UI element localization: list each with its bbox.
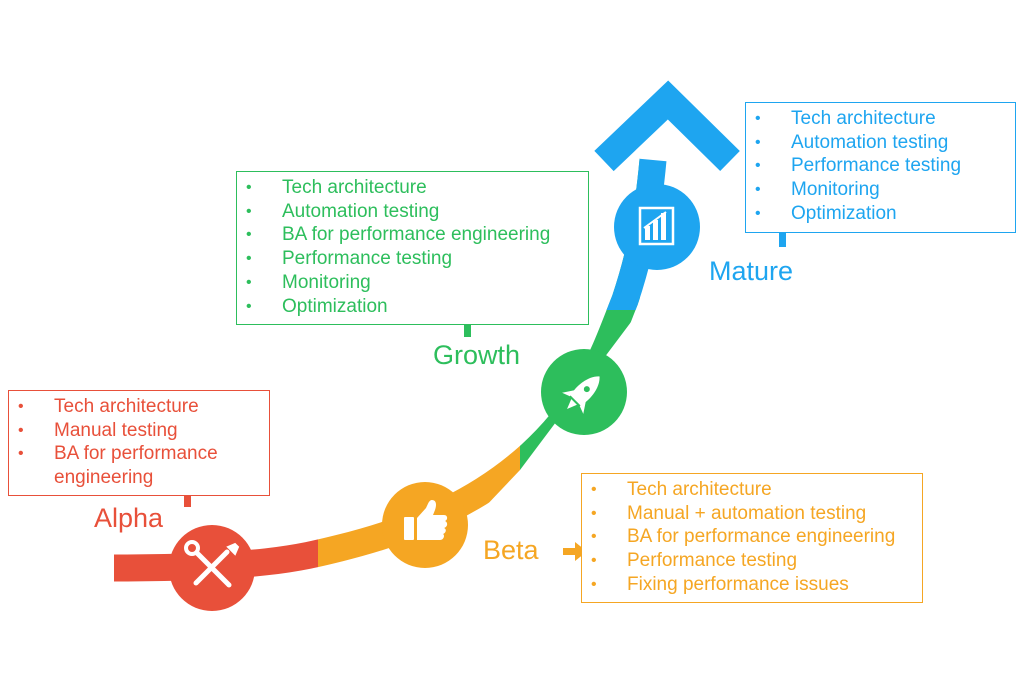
beta-info-box: Tech architecture Manual + automation te… [581,473,923,603]
list-item: Performance testing [754,154,1007,178]
list-item: Automation testing [754,131,1007,155]
list-item: Tech architecture [17,395,261,419]
list-item: Performance testing [245,247,580,271]
growth-arrow-head [594,80,740,172]
list-item: Monitoring [245,271,580,295]
curve-segment-mature [606,158,667,310]
alpha-info-box: Tech architecture Manual testing BA for … [8,390,270,496]
stage-label-growth: Growth [433,340,521,370]
list-item: BA for performance engineering [17,442,261,489]
list-item: Tech architecture [590,478,914,502]
list-item: Optimization [245,295,580,319]
stage-label-beta: Beta [483,535,539,565]
list-item: Automation testing [245,200,580,224]
list-item: BA for performance engineering [590,525,914,549]
list-item: Performance testing [590,549,914,573]
list-item: Tech architecture [754,107,1007,131]
list-item: Manual + automation testing [590,502,914,526]
list-item: Fixing performance issues [590,573,914,597]
list-item: Manual testing [17,419,261,443]
rocket-icon [562,376,600,414]
stage-label-alpha: Alpha [94,503,164,533]
list-item: Optimization [754,202,1007,226]
mature-info-box: Tech architecture Automation testing Per… [745,102,1016,233]
curve-segment-beta [318,158,520,582]
bar-chart-icon [638,206,675,246]
list-item: Tech architecture [245,176,580,200]
list-item: BA for performance engineering [245,223,580,247]
growth-info-box: Tech architecture Automation testing BA … [236,171,589,325]
wrench-screwdriver-icon [184,540,240,588]
curve-segment-alpha [113,539,318,582]
list-item: Monitoring [754,178,1007,202]
stage-label-mature: Mature [709,256,794,286]
thumbs-up-icon [404,500,448,540]
